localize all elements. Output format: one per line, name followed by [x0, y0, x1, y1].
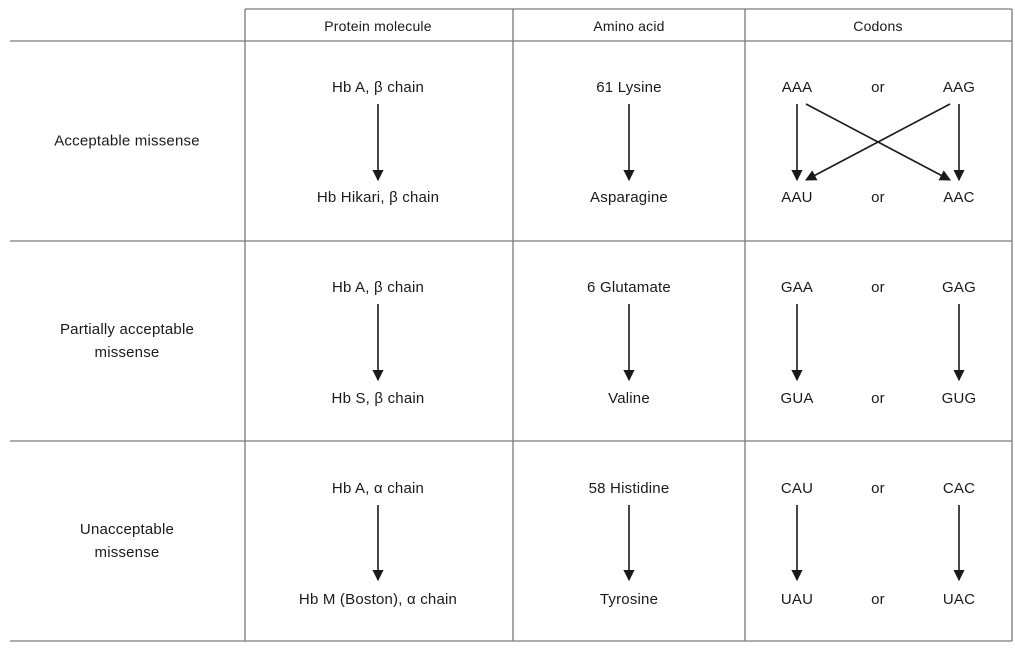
- row3-protein-to: Hb M (Boston), α chain: [298, 591, 458, 608]
- row-label-partially-acceptable: Partially acceptable missense: [59, 321, 195, 361]
- table-grid: [10, 8, 1013, 642]
- row3-amino-to: Tyrosine: [599, 591, 659, 608]
- row1-codon-top-or: or: [871, 79, 885, 96]
- row-label-acceptable: Acceptable missense: [54, 132, 200, 150]
- row2-codon-bottom-right: GUG: [941, 390, 977, 407]
- row1-codon-top-right: AAG: [942, 79, 976, 96]
- row3-codon-top-left: CAU: [780, 480, 814, 497]
- row2-codon-bottom-or: or: [871, 390, 885, 407]
- row2-codon-top-right: GAG: [942, 279, 976, 296]
- row3-codon-top-or: or: [871, 480, 885, 497]
- row1-protein-from: Hb A, β chain: [331, 79, 425, 96]
- header-protein-molecule: Protein molecule: [324, 18, 432, 34]
- row3-codon-bottom-right: UAC: [942, 591, 976, 608]
- row1-protein-to: Hb Hikari, β chain: [316, 189, 440, 206]
- row2-codon-bottom-left: GUA: [780, 390, 814, 407]
- row2-codon-top-or: or: [871, 279, 885, 296]
- row3-protein-from: Hb A, α chain: [331, 480, 425, 497]
- row1-codon-bottom-right: AAC: [943, 189, 975, 206]
- row1-amino-to: Asparagine: [590, 189, 668, 206]
- row2-amino-from: 6 Glutamate: [587, 279, 671, 296]
- row2-protein-to: Hb S, β chain: [331, 390, 425, 407]
- row2-codon-top-left: GAA: [780, 279, 814, 296]
- row1-amino-from: 61 Lysine: [596, 79, 662, 96]
- arrows: [372, 103, 965, 582]
- row1-codon-bottom-left: AAU: [781, 189, 813, 206]
- row1-codon-bottom-or: or: [871, 189, 885, 206]
- header-codons: Codons: [853, 18, 903, 34]
- row3-amino-from: 58 Histidine: [588, 480, 670, 497]
- row2-protein-from: Hb A, β chain: [331, 279, 425, 296]
- row3-codon-top-right: CAC: [942, 480, 976, 497]
- row-label-unacceptable: Unacceptable missense: [79, 521, 175, 561]
- header-amino-acid: Amino acid: [593, 18, 665, 34]
- row3-codon-bottom-left: UAU: [780, 591, 814, 608]
- row3-codon-bottom-or: or: [871, 591, 885, 608]
- row1-codon-top-left: AAA: [781, 79, 813, 96]
- arrow-row1-cross-b: [805, 103, 951, 181]
- row2-amino-to: Valine: [608, 390, 650, 407]
